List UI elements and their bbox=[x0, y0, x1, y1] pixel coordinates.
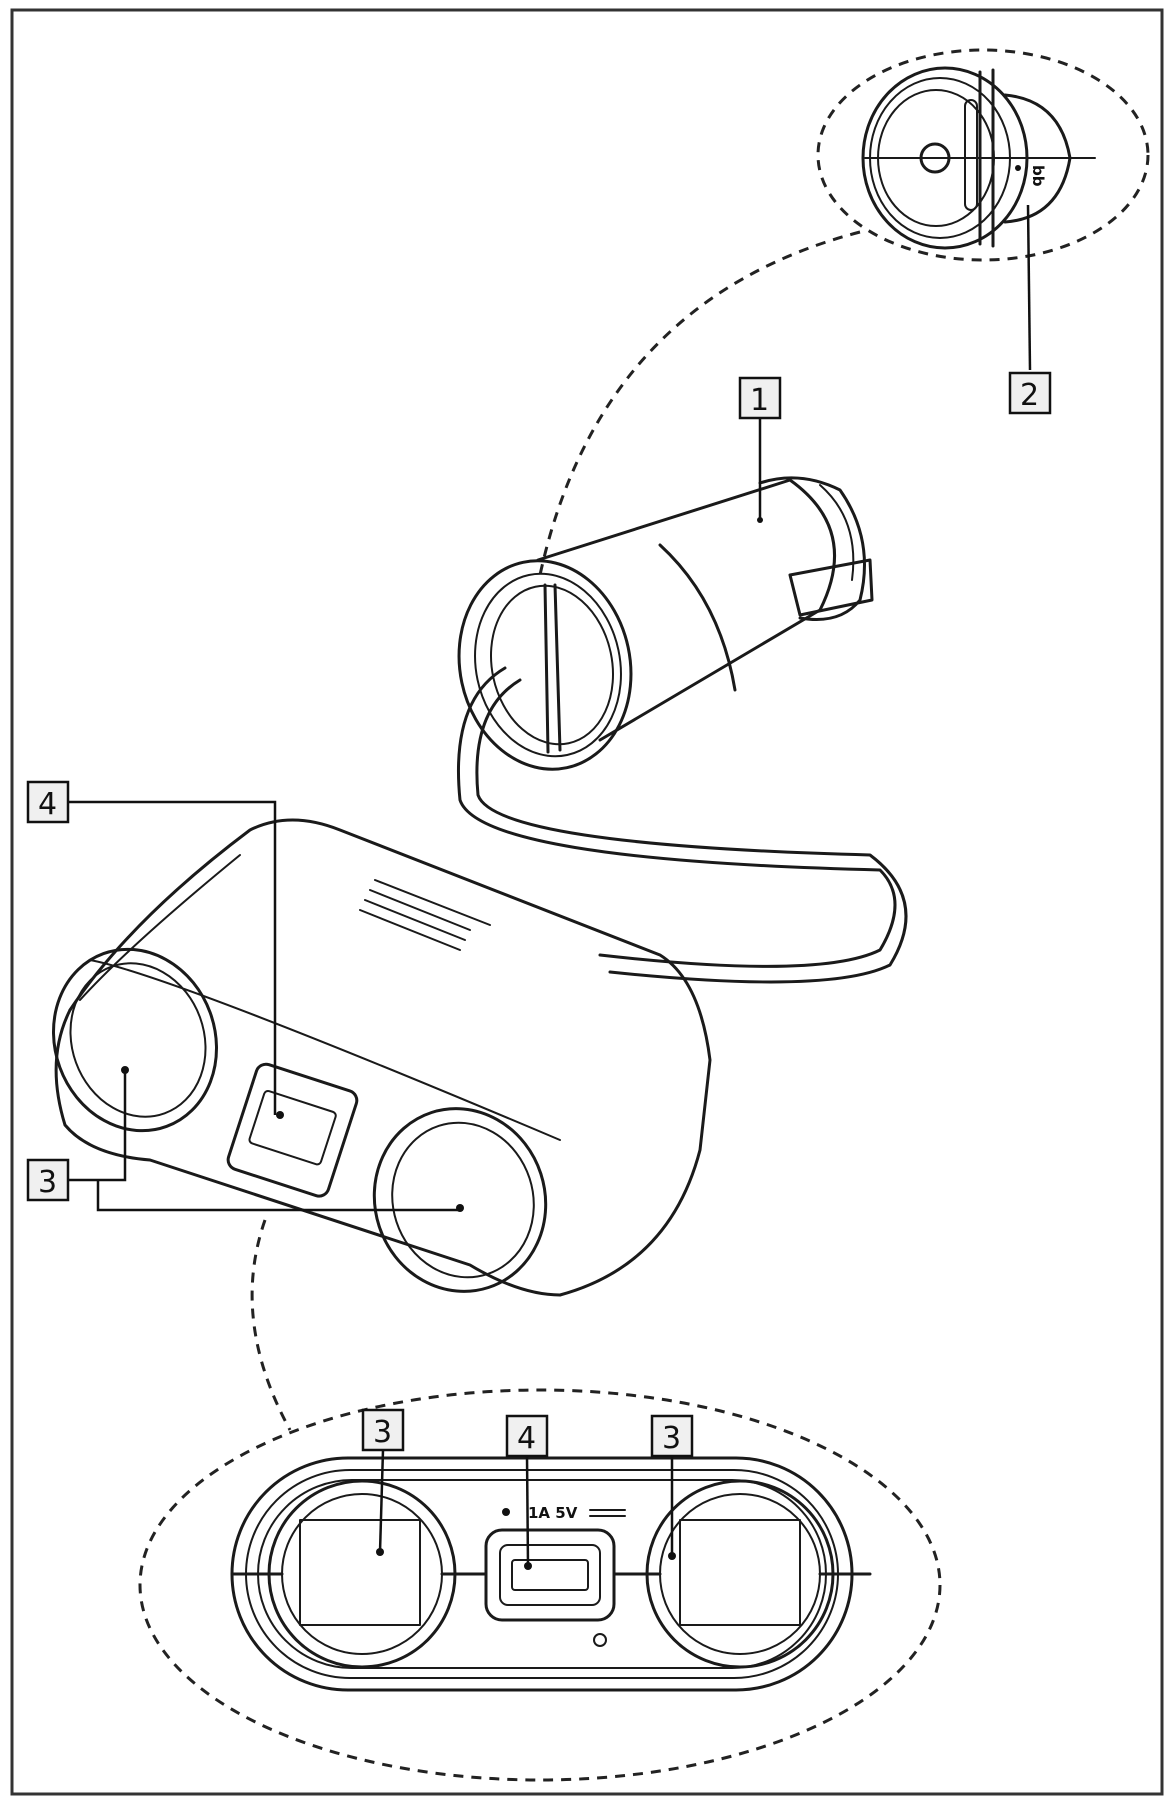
usb-rating-label: 1A 5V bbox=[528, 1504, 578, 1522]
callout-3-bottom-left-label: 3 bbox=[373, 1415, 392, 1450]
callout-3-left: 3 bbox=[26, 1070, 460, 1212]
callout-3-bottom-right-label: 3 bbox=[662, 1421, 681, 1456]
callout-2: 2 bbox=[1008, 204, 1052, 415]
callout-1: 1 bbox=[738, 376, 782, 520]
plug-end-detail: bb bbox=[538, 48, 1150, 576]
callout-4-bottom: 4 bbox=[505, 1414, 549, 1567]
callout-4-upper: 4 bbox=[26, 780, 277, 1115]
callout-4-upper-label: 4 bbox=[38, 787, 57, 822]
plug-display-readout: bb bbox=[1029, 165, 1047, 187]
cable bbox=[456, 666, 908, 984]
splitter-body bbox=[52, 818, 712, 1431]
callout-3-left-label: 3 bbox=[38, 1165, 57, 1200]
callout-3-bottom-right: 3 bbox=[650, 1414, 694, 1556]
front-face-detail: 1A 5V bbox=[138, 1388, 942, 1782]
callout-3-bottom-left: 3 bbox=[361, 1408, 405, 1553]
callout-1-label: 1 bbox=[750, 383, 769, 418]
brand-badge bbox=[359, 879, 491, 951]
outer-frame bbox=[10, 8, 1164, 1796]
callout-2-label: 2 bbox=[1020, 378, 1039, 413]
cigarette-plug bbox=[457, 476, 874, 771]
callout-4-bottom-label: 4 bbox=[517, 1421, 536, 1456]
